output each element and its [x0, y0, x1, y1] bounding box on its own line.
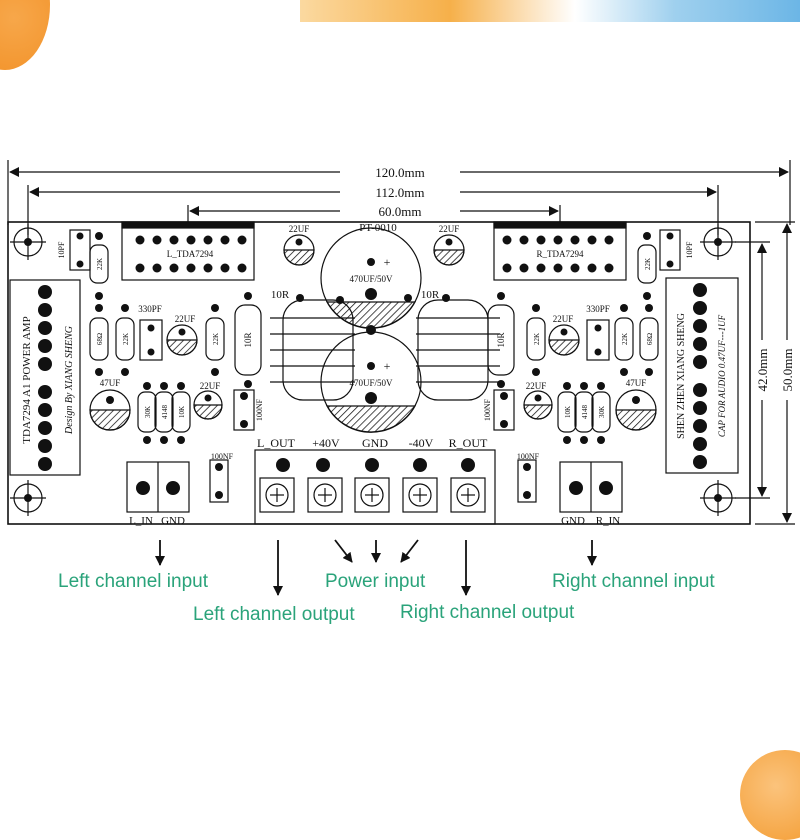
res-10r-label-left: 10R	[271, 289, 290, 301]
dim-42mm	[735, 241, 770, 499]
left-panel-title: TDA7294 A1 POWER AMP	[21, 316, 33, 443]
cap-100nf-left: 100NF	[211, 452, 234, 461]
dim-120mm	[7, 160, 791, 225]
film-caps	[69, 229, 681, 503]
res-22k-d: 22K	[212, 333, 220, 345]
dim-50mm	[755, 221, 795, 525]
res-22k-a: 22K	[96, 258, 104, 270]
left-panel-design: Design By XIANG SHENG	[64, 326, 75, 435]
res-22k-c: 22K	[122, 333, 130, 345]
mounting-holes	[10, 224, 736, 516]
annotation-power-input: Power input	[325, 571, 426, 592]
left-label-panel	[9, 279, 81, 476]
terminal-gnd-left: GND	[161, 515, 185, 527]
right-label-panel	[665, 277, 739, 474]
annotation-right-channel-output: Right channel output	[400, 602, 575, 623]
cap-10pf-right: 10PF	[685, 241, 694, 258]
cap-330pf-right: 330PF	[586, 304, 610, 314]
res-10r-body-right: 10R	[496, 332, 506, 347]
res-30k-right: 30K	[598, 406, 606, 418]
cap-plus-top: +	[384, 255, 391, 269]
res-10r-body-left: 10R	[243, 332, 253, 347]
dim-60mm	[187, 205, 561, 222]
res-10r-label-right: 10R	[421, 289, 440, 301]
cap-47uf-left: 47UF	[100, 378, 121, 388]
annotation-right-channel-input: Right channel input	[552, 571, 715, 592]
cap-22uf-mid-left: 22UF	[175, 314, 196, 324]
cap-22uf-mid-right: 22UF	[553, 314, 574, 324]
cap-100nf-right: 100NF	[517, 452, 540, 461]
diode-4148-right: 4148	[581, 405, 589, 420]
cap-22uf-top-left: 22UF	[289, 224, 310, 234]
cap-470uf-label-top: 470UF/50V	[349, 274, 393, 284]
right-ic-label: R_TDA7294	[537, 249, 584, 259]
terminal-gnd: GND	[362, 436, 388, 450]
electrolytic-caps	[89, 234, 657, 431]
annotation-left-channel-input: Left channel input	[58, 571, 209, 592]
dim-label-112: 112.0mm	[376, 185, 425, 200]
resistors-right	[526, 244, 659, 433]
cap-470uf-label-bottom: 470UF/50V	[349, 378, 393, 388]
cap-22uf-low-right: 22UF	[526, 381, 547, 391]
cap-100nf-mid-left: 100NF	[255, 398, 264, 421]
terminal-minus-40v: -40V	[409, 436, 434, 450]
terminal-screws	[259, 477, 486, 513]
pt-code: PT-0010	[359, 222, 397, 234]
board-outline	[7, 221, 751, 525]
decor-top-strip	[300, 0, 800, 22]
dim-label-120: 120.0mm	[375, 165, 424, 180]
res-22k-f: 22K	[533, 333, 541, 345]
right-panel-cap: CAP FOR AUDIO 0.47UF---1UF	[717, 314, 727, 437]
ic-right-footprint	[493, 221, 627, 281]
diode-4148-left: 4148	[161, 405, 169, 420]
res-68-right: 68Ω	[646, 333, 654, 345]
cap-47uf-right: 47UF	[626, 378, 647, 388]
resistor-10r-right	[487, 304, 515, 376]
res-30k-left: 30K	[144, 406, 152, 418]
terminal-r-out: R_OUT	[449, 436, 488, 450]
res-22k-e: 22K	[621, 333, 629, 345]
terminal-r-in: R_IN	[596, 515, 621, 527]
pcb-diagram: 120.0mm 112.0mm 60.0mm 42.0mm 50.0mm PT-…	[7, 160, 795, 596]
res-10k-right: 10K	[564, 406, 572, 418]
cap-plus-bottom: +	[384, 359, 391, 373]
dim-label-50: 50.0mm	[780, 349, 795, 392]
annotation-arrows	[155, 539, 597, 596]
resistor-10r-left	[234, 304, 262, 376]
ic-left-footprint	[121, 221, 255, 281]
terminal-gnd-right: GND	[561, 515, 585, 527]
dim-label-60: 60.0mm	[379, 204, 422, 219]
inductor-right	[416, 299, 500, 401]
terminal-l-in: L_IN	[129, 515, 153, 527]
terminal-l-out: L_OUT	[257, 436, 296, 450]
right-panel-title: SHEN ZHEN XIANG SHENG	[676, 313, 687, 439]
dim-label-42: 42.0mm	[755, 349, 770, 392]
inductor-left	[270, 299, 355, 401]
res-22k-b: 22K	[644, 258, 652, 270]
cap-22uf-low-left: 22UF	[200, 381, 221, 391]
cap-100nf-mid-right: 100NF	[483, 398, 492, 421]
res-10k-left: 10K	[178, 406, 186, 418]
left-ic-label: L_TDA7294	[167, 249, 214, 259]
terminal-power-output	[254, 449, 496, 525]
resistors-left	[89, 244, 225, 433]
terminal-plus-40v: +40V	[312, 436, 340, 450]
cap-10pf-left: 10PF	[57, 241, 66, 258]
solder-pads	[38, 232, 707, 499]
cap-330pf-left: 330PF	[138, 304, 162, 314]
res-68-left: 68Ω	[96, 333, 104, 345]
annotation-left-channel-output: Left channel output	[193, 604, 355, 625]
cap-22uf-top-right: 22UF	[439, 224, 460, 234]
